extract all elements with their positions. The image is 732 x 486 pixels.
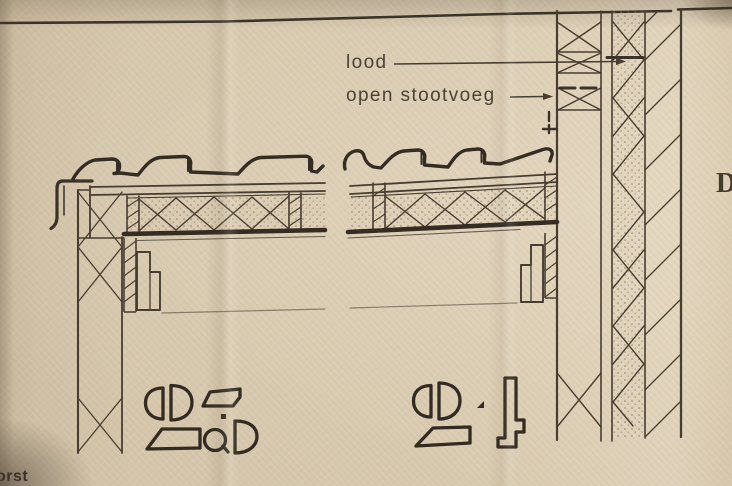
wall-insulation-column (613, 11, 644, 437)
ceiling-line-left (121, 227, 328, 237)
roof-post-left-b (288, 192, 302, 231)
roof-tiles-left (71, 154, 325, 181)
right-wall-section (541, 8, 683, 442)
arrowhead-icon (616, 57, 626, 65)
lead-flashing-dashed-line (541, 56, 645, 135)
faint-line-left (161, 308, 326, 314)
tile-lap-joints-left (116, 157, 310, 173)
ceiling-line-right (345, 219, 560, 235)
roof-right-segment (342, 147, 560, 309)
lood-leader-line (393, 57, 626, 65)
hatched-stud-left (123, 238, 137, 313)
tile-lap-joints-right (420, 150, 483, 165)
left-wall-section (76, 185, 125, 455)
roof-boarding-left (89, 182, 326, 196)
roof-post-right-a (372, 182, 386, 232)
hatched-stud-right (544, 233, 558, 299)
cavity-cross-bracing (556, 21, 602, 428)
purlin-block-right (520, 244, 544, 303)
left-wall-cross-hatching (77, 191, 123, 453)
arrowhead-icon (543, 93, 553, 100)
stamp-symbol-left (143, 383, 259, 455)
roof-post-right-b (544, 171, 558, 223)
purlin-left (123, 238, 161, 313)
open-stootvoeg-leader-line (509, 93, 553, 100)
outer-leaf-hatching (644, 10, 682, 438)
roof-insulation-right (351, 185, 557, 230)
roof-insulation-left (127, 193, 325, 233)
partial-letter-right-edge: D (716, 168, 732, 199)
partial-text-vorst: orst (0, 468, 29, 485)
insulation-zigzag-bracing (612, 21, 645, 427)
purlin-right (520, 233, 558, 303)
eaves-flashing (49, 179, 94, 231)
roof-left-segment (71, 154, 328, 314)
faint-line-right (349, 302, 518, 309)
open-stootvoeg-label: open stootvoeg (346, 85, 496, 106)
sheet-border-line (0, 6, 732, 25)
purlin-block-left (136, 251, 161, 311)
roof-post-left-a (126, 195, 140, 234)
stamp-symbol-right (411, 376, 526, 449)
lood-label: lood (346, 52, 388, 73)
roof-tiles-right (342, 147, 554, 171)
